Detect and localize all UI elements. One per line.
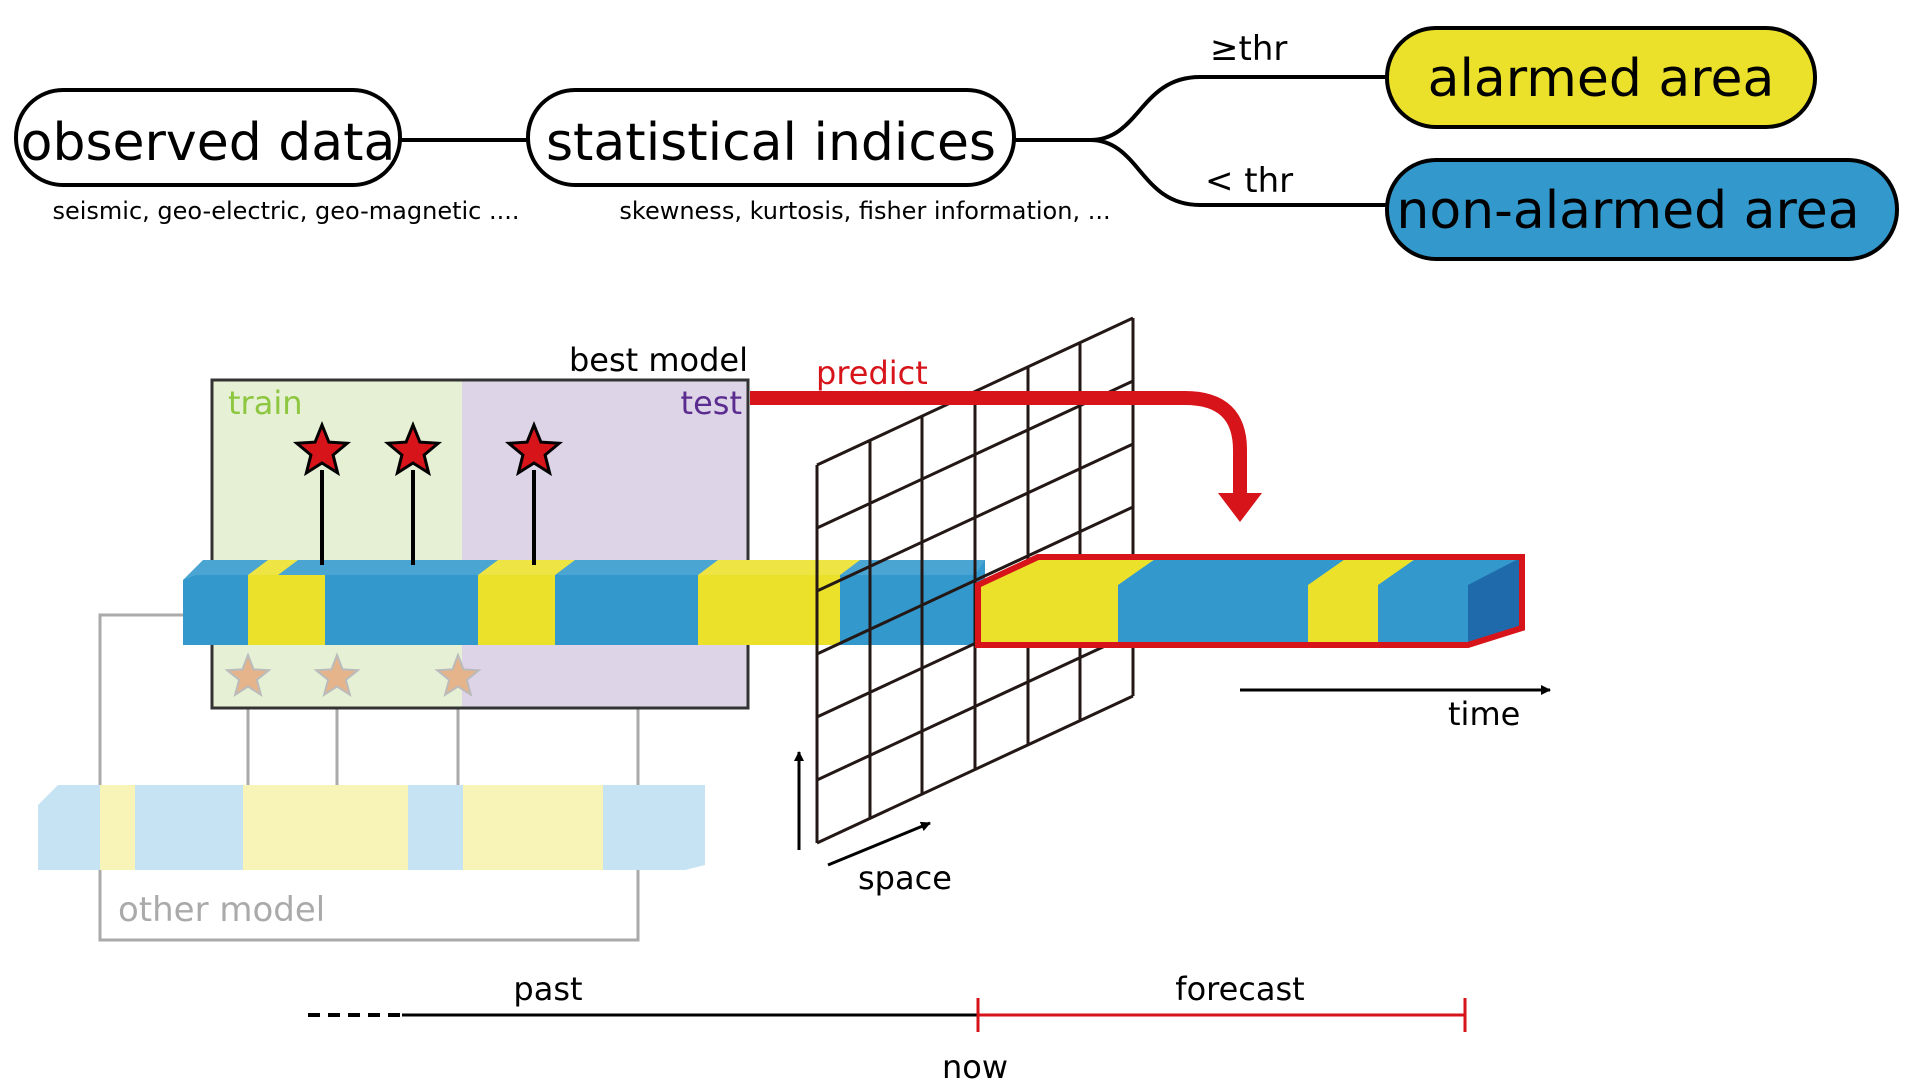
best-model-label: best model (569, 341, 748, 379)
statistical-indices-label: statistical indices (546, 113, 996, 173)
non-alarmed-area-label: non-alarmed area (1396, 181, 1859, 241)
best-model-frame (210, 378, 750, 710)
observed-data-examples: seismic, geo-electric, geo-magnetic .... (52, 197, 519, 225)
best-model: best model train test (210, 341, 750, 710)
strip-yellow-3 (698, 560, 860, 645)
forecast-frame (975, 554, 1525, 648)
ge-thr-label: ≥thr (1210, 29, 1287, 69)
time-label: time (1448, 695, 1520, 733)
flow-section: observed data seismic, geo-electric, geo… (14, 26, 1899, 261)
other-model-strip (38, 785, 705, 870)
time-strip (183, 560, 985, 645)
space-label: space (858, 859, 952, 897)
event-star-1 (292, 420, 352, 477)
strip-top-face (183, 560, 985, 580)
forecast-label: forecast (1175, 970, 1304, 1008)
forecast-yellow-2 (1308, 557, 1418, 645)
forecast-strip (975, 554, 1525, 648)
train-label: train (228, 384, 302, 422)
predict-label: predict (816, 354, 928, 392)
statistical-indices-box (526, 88, 1016, 187)
now-label: now (942, 1048, 1008, 1086)
alarmed-area-label: alarmed area (1428, 49, 1775, 109)
predict-arrow: predict (750, 354, 1262, 522)
branch-connector (1014, 75, 1387, 207)
test-region (462, 380, 748, 708)
other-model-label: other model (118, 890, 325, 930)
test-label: test (681, 384, 742, 422)
predict-arrow-shaft (750, 391, 1247, 493)
other-event-star-1 (224, 652, 272, 698)
lt-thr-label: < thr (1205, 161, 1293, 201)
other-event-star-2 (313, 652, 361, 698)
space-diagonal-arrow (827, 821, 931, 867)
forecast-yellow-1 (978, 557, 1158, 645)
statistical-indices-examples: skewness, kurtosis, fisher information, … (619, 197, 1110, 225)
non-alarmed-area-box (1385, 158, 1899, 261)
event-star-3 (504, 420, 564, 477)
alarmed-area-box (1385, 26, 1817, 129)
event-star-2 (383, 420, 443, 477)
observed-data-box (14, 88, 402, 187)
strip-yellow-2 (478, 560, 575, 645)
observed-data-label: observed data (21, 113, 396, 173)
past-label: past (513, 970, 582, 1008)
timeline: past forecast now (308, 970, 1467, 1086)
other-event-star-3 (434, 652, 482, 698)
strip-yellow-1 (248, 560, 325, 645)
events (292, 420, 564, 565)
predict-arrow-head (1218, 493, 1262, 522)
forecast-end-face (1468, 557, 1522, 645)
